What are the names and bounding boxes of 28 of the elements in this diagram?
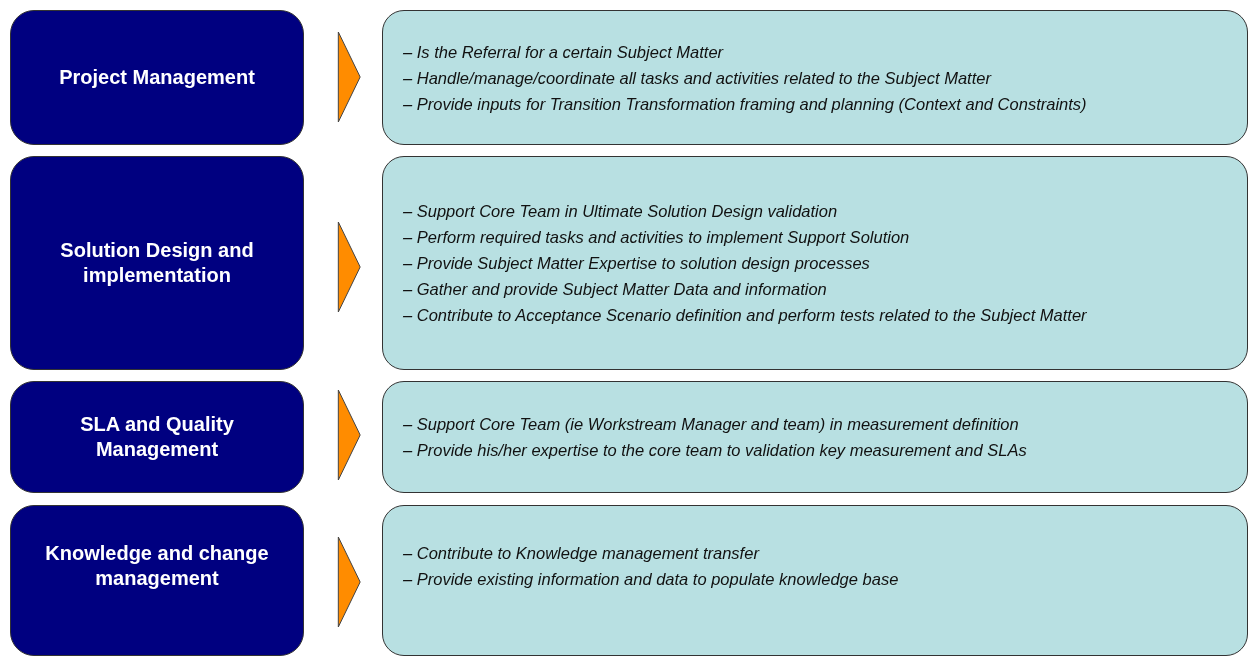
bullet-text: – Handle/manage/coordinate all tasks and activities related to the Subject Matter: [403, 67, 993, 89]
description-box: [382, 10, 1248, 145]
role-box: [10, 10, 304, 145]
bullet-text: – Provide his/her expertise to the core team to validation key measurement and SLAs: [403, 440, 1028, 461]
bullet-text: – Support Core Team (ie Workstream Manager and team) in measurement definition: [403, 414, 1020, 435]
role-title: Project Management: [59, 65, 255, 90]
role-box: [10, 505, 304, 656]
role-title: SLA and Quality Management: [79, 412, 235, 462]
bullet-text: – Provide existing information and data to populate knowledge base: [403, 568, 900, 590]
description-box: [382, 156, 1248, 370]
role-box: [10, 381, 304, 493]
bullet-text: – Provide inputs for Transition Transformation framing and planning (Context and Constraints): [403, 93, 1088, 115]
role-title: Knowledge and change management: [44, 540, 270, 591]
bullet-text: – Is the Referral for a certain Subject Matter: [403, 41, 725, 63]
bullet-text: – Gather and provide Subject Matter Data and information: [403, 279, 828, 300]
bullet-text: – Perform required tasks and activities to implement Support Solution: [403, 227, 911, 248]
role-title: Solution Design and implementation: [59, 238, 255, 288]
chevron-arrow: [337, 536, 361, 628]
bullet-text: – Contribute to Acceptance Scenario definition and perform tests related to the Subject Matter: [403, 305, 1088, 326]
chevron-arrow: [337, 389, 361, 481]
description-box: [382, 381, 1248, 493]
chevron-arrow: [337, 221, 361, 313]
role-box: [10, 156, 304, 370]
description-box: [382, 505, 1248, 656]
bullet-text: – Provide Subject Matter Expertise to solution design processes: [403, 253, 871, 274]
chevron-arrow: [337, 31, 361, 123]
bullet-text: – Contribute to Knowledge management transfer: [403, 542, 761, 564]
bullet-text: – Support Core Team in Ultimate Solution Design validation: [403, 201, 839, 222]
